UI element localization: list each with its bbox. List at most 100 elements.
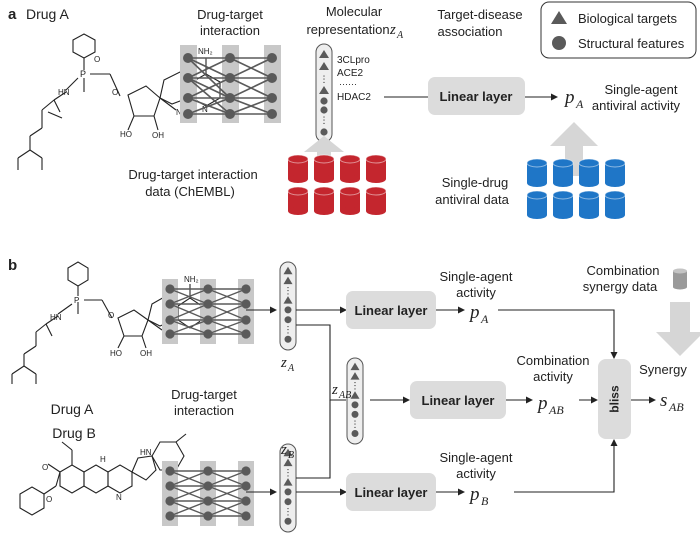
bliss-label: bliss — [608, 385, 622, 413]
data-cylinder-red — [339, 186, 361, 215]
feature-vector-za: ⋮⋮ — [279, 261, 297, 351]
linear-layer-b-mid-box — [410, 381, 506, 419]
network-b-top-node — [165, 329, 175, 339]
connectors-b — [296, 306, 656, 496]
network-b-bottom-node — [165, 496, 175, 506]
mol-rep-title-2: representation — [306, 22, 389, 37]
svg-text:NH₂: NH₂ — [184, 275, 199, 284]
dti-data-cylinders — [287, 154, 387, 215]
linear-layer-b-top-box — [346, 291, 436, 329]
network-b-top-node — [203, 299, 213, 309]
network-b-bottom — [162, 461, 254, 526]
combination-1: Combination — [517, 353, 590, 368]
svg-text:OH: OH — [140, 349, 152, 358]
network-a — [180, 45, 281, 123]
data-cylinder-blue — [526, 158, 548, 187]
feature-vector-zb: ⋮⋮ — [279, 443, 297, 533]
big-arrow-up-dti — [304, 136, 344, 168]
big-arrow-up-antiviral — [550, 122, 598, 176]
dti-title-a-1: Drug-target — [197, 7, 263, 22]
data-cylinder-red — [287, 154, 309, 183]
network-b-top-node — [241, 284, 251, 294]
panel-b-letter: b — [8, 257, 17, 274]
z-a-symbol: z — [389, 22, 396, 38]
linear-layer-b-bottom-box — [346, 473, 436, 511]
network-b-top-node — [165, 299, 175, 309]
dti-title-b-2: interaction — [174, 403, 234, 418]
p-a-sub: A — [575, 97, 584, 111]
single-agent-b-bottom-2: activity — [456, 466, 496, 481]
network-b-bottom-node — [165, 466, 175, 476]
svg-text:O: O — [46, 495, 52, 504]
network-b-bottom-node — [241, 481, 251, 491]
svg-text:⋮: ⋮ — [320, 115, 329, 125]
svg-text:HN: HN — [50, 313, 62, 322]
network-b-bottom-node — [203, 496, 213, 506]
drug-a-label-b: Drug A — [51, 401, 94, 417]
drug-a-atoms-b: P HN O HO OH N NH₂ N — [50, 275, 210, 358]
data-cylinder-blue — [526, 190, 548, 219]
network-b-bottom-node — [165, 481, 175, 491]
combo-data-cylinder — [673, 268, 687, 290]
data-cylinder-red — [287, 186, 309, 215]
svg-text:HO: HO — [110, 349, 122, 358]
data-cylinder-blue — [552, 190, 574, 219]
svg-text:⋮: ⋮ — [351, 381, 360, 391]
legend-triangle-icon — [551, 11, 567, 24]
pab-symbol: p — [536, 393, 548, 414]
svg-text:O: O — [94, 55, 100, 64]
linear-layer-b-bottom-label: Linear layer — [355, 485, 428, 500]
single-agent-b-top-1: Single-agent — [440, 269, 513, 284]
svg-text:N: N — [176, 108, 182, 117]
single-drug-label-2: antiviral data — [435, 192, 509, 207]
network-b-bottom-node — [203, 466, 213, 476]
drug-b-atoms: HN N H O O — [42, 448, 152, 504]
data-cylinder-blue — [578, 158, 600, 187]
feature-vector-a: ⋮ ⋮ — [315, 43, 333, 143]
dti-data-label-1: Drug-target interaction — [128, 167, 257, 182]
panel-a-drug-label: Drug A — [26, 6, 69, 22]
s-symbol: s — [660, 390, 667, 411]
dti-title-b-1: Drug-target — [171, 387, 237, 402]
dti-title-a-2: interaction — [200, 23, 260, 38]
pb-symbol: p — [468, 484, 480, 505]
svg-text:H: H — [100, 455, 106, 464]
target-ace2: ACE2 — [337, 68, 364, 79]
z-a-sub: A — [396, 30, 404, 41]
drug-b-label: Drug B — [52, 425, 96, 441]
data-cylinder-blue — [604, 158, 626, 187]
linear-layer-a-box — [428, 77, 525, 115]
svg-text:O: O — [42, 463, 48, 472]
target-disease-title-2: association — [437, 24, 502, 39]
data-cylinder-blue — [552, 158, 574, 187]
target-disease-title-1: Target-disease — [437, 7, 522, 22]
single-drug-label-1: Single-drug — [442, 175, 509, 190]
svg-text:N: N — [116, 493, 122, 502]
linear-layer-a-label: Linear layer — [440, 89, 513, 104]
network-b-top-node — [165, 284, 175, 294]
single-agent-b-top-2: activity — [456, 285, 496, 300]
data-cylinder-red — [339, 154, 361, 183]
svg-text:OH: OH — [152, 131, 164, 140]
combo-data-2: synergy data — [583, 279, 658, 294]
svg-text:HN: HN — [140, 448, 152, 457]
svg-text:N: N — [202, 105, 208, 114]
svg-text:P: P — [80, 69, 86, 79]
network-b-bottom-node — [165, 511, 175, 521]
single-agent-b-bottom-1: Single-agent — [440, 450, 513, 465]
p-a-symbol: p — [563, 87, 575, 108]
network-b-top-node — [241, 299, 251, 309]
pa-b-sub: A — [480, 312, 489, 326]
svg-text:HN: HN — [58, 88, 70, 97]
data-cylinder-red — [365, 154, 387, 183]
legend-circle-icon — [552, 36, 566, 50]
svg-text:⋮: ⋮ — [284, 285, 293, 295]
svg-text:O: O — [108, 311, 114, 320]
zab-symbol: z — [331, 382, 338, 398]
combo-data-1: Combination — [587, 263, 660, 278]
s-sub: AB — [668, 400, 684, 414]
data-cylinder-blue — [604, 190, 626, 219]
linear-layer-b-mid-label: Linear layer — [422, 393, 495, 408]
antiviral-data-cylinders — [526, 158, 626, 219]
svg-text:⋮: ⋮ — [320, 74, 329, 84]
